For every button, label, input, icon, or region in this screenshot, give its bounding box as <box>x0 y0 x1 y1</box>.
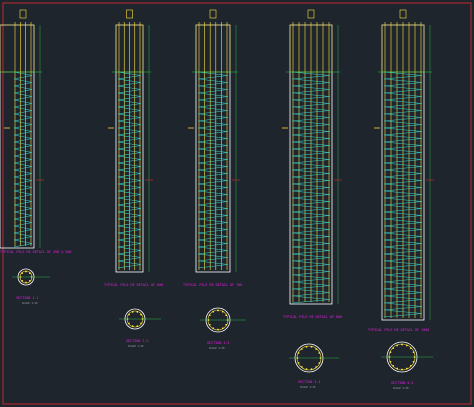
section-rebar <box>25 270 27 273</box>
section-rebar <box>409 364 412 367</box>
section-rebar <box>305 345 308 348</box>
section-4-sublabel: SCALE 1:25 <box>300 385 316 389</box>
section-rebar <box>310 368 313 371</box>
section-5-sublabel: SCALE 1:25 <box>393 386 409 390</box>
section-rebar <box>128 313 130 316</box>
spiral-links <box>197 71 229 269</box>
section-rebar <box>217 309 219 312</box>
section-rebar <box>217 328 219 331</box>
section-rebar <box>392 347 395 350</box>
section-1-sublabel: SCALE 1:25 <box>22 301 38 305</box>
spiral-links <box>383 71 423 318</box>
section-rebar <box>212 327 215 330</box>
section-2-sublabel: SCALE 1:25 <box>128 344 144 348</box>
pile-3-title: TYPICAL PILE RE DETAIL OF 700 <box>183 283 242 287</box>
pile-2-title: TYPICAL PILE RE DETAIL OF 600 <box>104 283 163 287</box>
section-5-label: SECTION 5-5 <box>391 381 413 385</box>
pile-3 <box>188 9 240 273</box>
section-rebar <box>140 322 142 325</box>
section-rebar <box>131 310 134 313</box>
section-5 <box>381 341 433 373</box>
section-3-sublabel: SCALE 1:25 <box>209 346 225 350</box>
section-rebar <box>21 279 24 282</box>
spiral-links <box>117 71 142 269</box>
spiral-links <box>291 71 331 304</box>
section-rebar <box>208 323 211 326</box>
section-rebar <box>131 325 134 328</box>
section-rebar <box>221 310 224 313</box>
section-rebar <box>225 323 228 326</box>
section-2 <box>119 308 161 330</box>
section-rebar <box>405 367 408 370</box>
section-rebar <box>401 368 403 371</box>
pile-1-title: TYPICAL PILE RE DETAIL OF 450 & 500 <box>0 250 71 254</box>
section-4-label: SECTION 4-4 <box>298 380 320 384</box>
section-rebar <box>300 366 303 368</box>
top-stub <box>209 9 217 19</box>
section-rebar <box>221 327 224 330</box>
section-rebar <box>396 344 399 347</box>
pile-4 <box>282 9 342 305</box>
section-rebar <box>412 351 415 354</box>
section-2-label: SECTION 2-2 <box>126 339 148 343</box>
section-1 <box>12 268 50 286</box>
section-rebar <box>140 313 142 316</box>
section-rebar <box>136 325 139 328</box>
section-rebar <box>136 310 139 313</box>
top-stub <box>307 9 315 19</box>
pile-5 <box>374 9 434 321</box>
section-rebar <box>300 348 303 350</box>
top-stub <box>19 9 27 19</box>
section-rebar <box>409 347 412 350</box>
section-rebar <box>389 351 392 354</box>
section-rebar <box>310 345 313 348</box>
section-3-label: SECTION 3-3 <box>207 341 229 345</box>
section-rebar <box>28 279 31 282</box>
section-rebar <box>28 272 31 275</box>
section-rebar <box>25 281 27 284</box>
pile-5-title: TYPICAL PILE RE DETAIL OF 1000 <box>368 328 429 332</box>
section-rebar <box>392 364 395 367</box>
section-3 <box>200 307 246 333</box>
top-stub <box>126 9 133 19</box>
section-rebar <box>389 360 392 363</box>
section-rebar <box>297 352 300 354</box>
section-rebar <box>225 314 228 317</box>
section-rebar <box>405 344 408 347</box>
section-rebar <box>318 362 321 364</box>
section-rebar <box>128 322 130 325</box>
section-rebar <box>315 348 318 350</box>
piles-layer <box>0 9 434 321</box>
section-rebar <box>412 360 415 363</box>
section-rebar <box>305 368 308 371</box>
section-rebar <box>21 272 24 275</box>
pile-4-title: TYPICAL PILE RE DETAIL OF 800 <box>283 315 342 319</box>
section-rebar <box>396 367 399 370</box>
top-stub <box>399 9 407 19</box>
section-rebar <box>318 352 321 354</box>
section-rebar <box>297 362 300 364</box>
pile-1 <box>0 9 44 249</box>
section-1-label: SECTION 1-1 <box>16 296 38 300</box>
section-4 <box>289 343 339 373</box>
section-rebar <box>212 310 215 313</box>
section-rebar <box>401 343 403 346</box>
section-rebar <box>315 366 318 368</box>
section-rebar <box>208 314 211 317</box>
pile-2 <box>108 9 153 273</box>
sections-layer <box>12 268 433 373</box>
spiral-links <box>13 71 33 248</box>
